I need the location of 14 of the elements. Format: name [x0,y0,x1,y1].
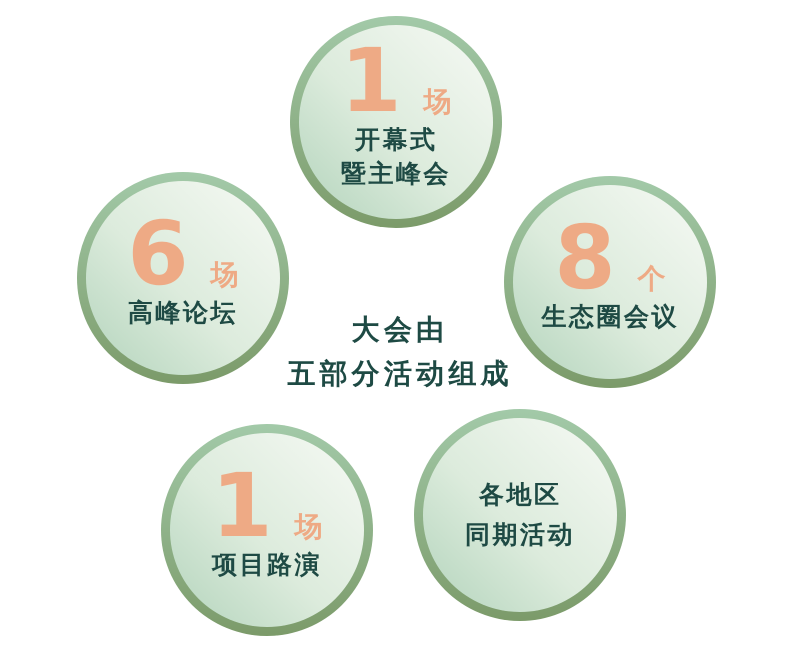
activity-label: 项目路演 [212,549,322,581]
unit-text: 个 [638,261,666,297]
activity-label: 各地区同期活动 [464,479,576,551]
activity-label: 开幕式暨主峰会 [340,124,452,190]
count-number: 1 [211,464,273,548]
unit-text: 场 [210,257,239,293]
activity-label: 生态圈会议 [541,301,679,333]
unit-text: 场 [294,509,323,545]
center-caption: 大会由五部分活动组成 [286,312,514,392]
count-number: 8 [554,216,616,300]
count-number: 6 [127,212,189,296]
unit-text: 场 [424,84,452,120]
count-number: 1 [340,39,402,123]
activity-label: 高峰论坛 [128,297,238,329]
